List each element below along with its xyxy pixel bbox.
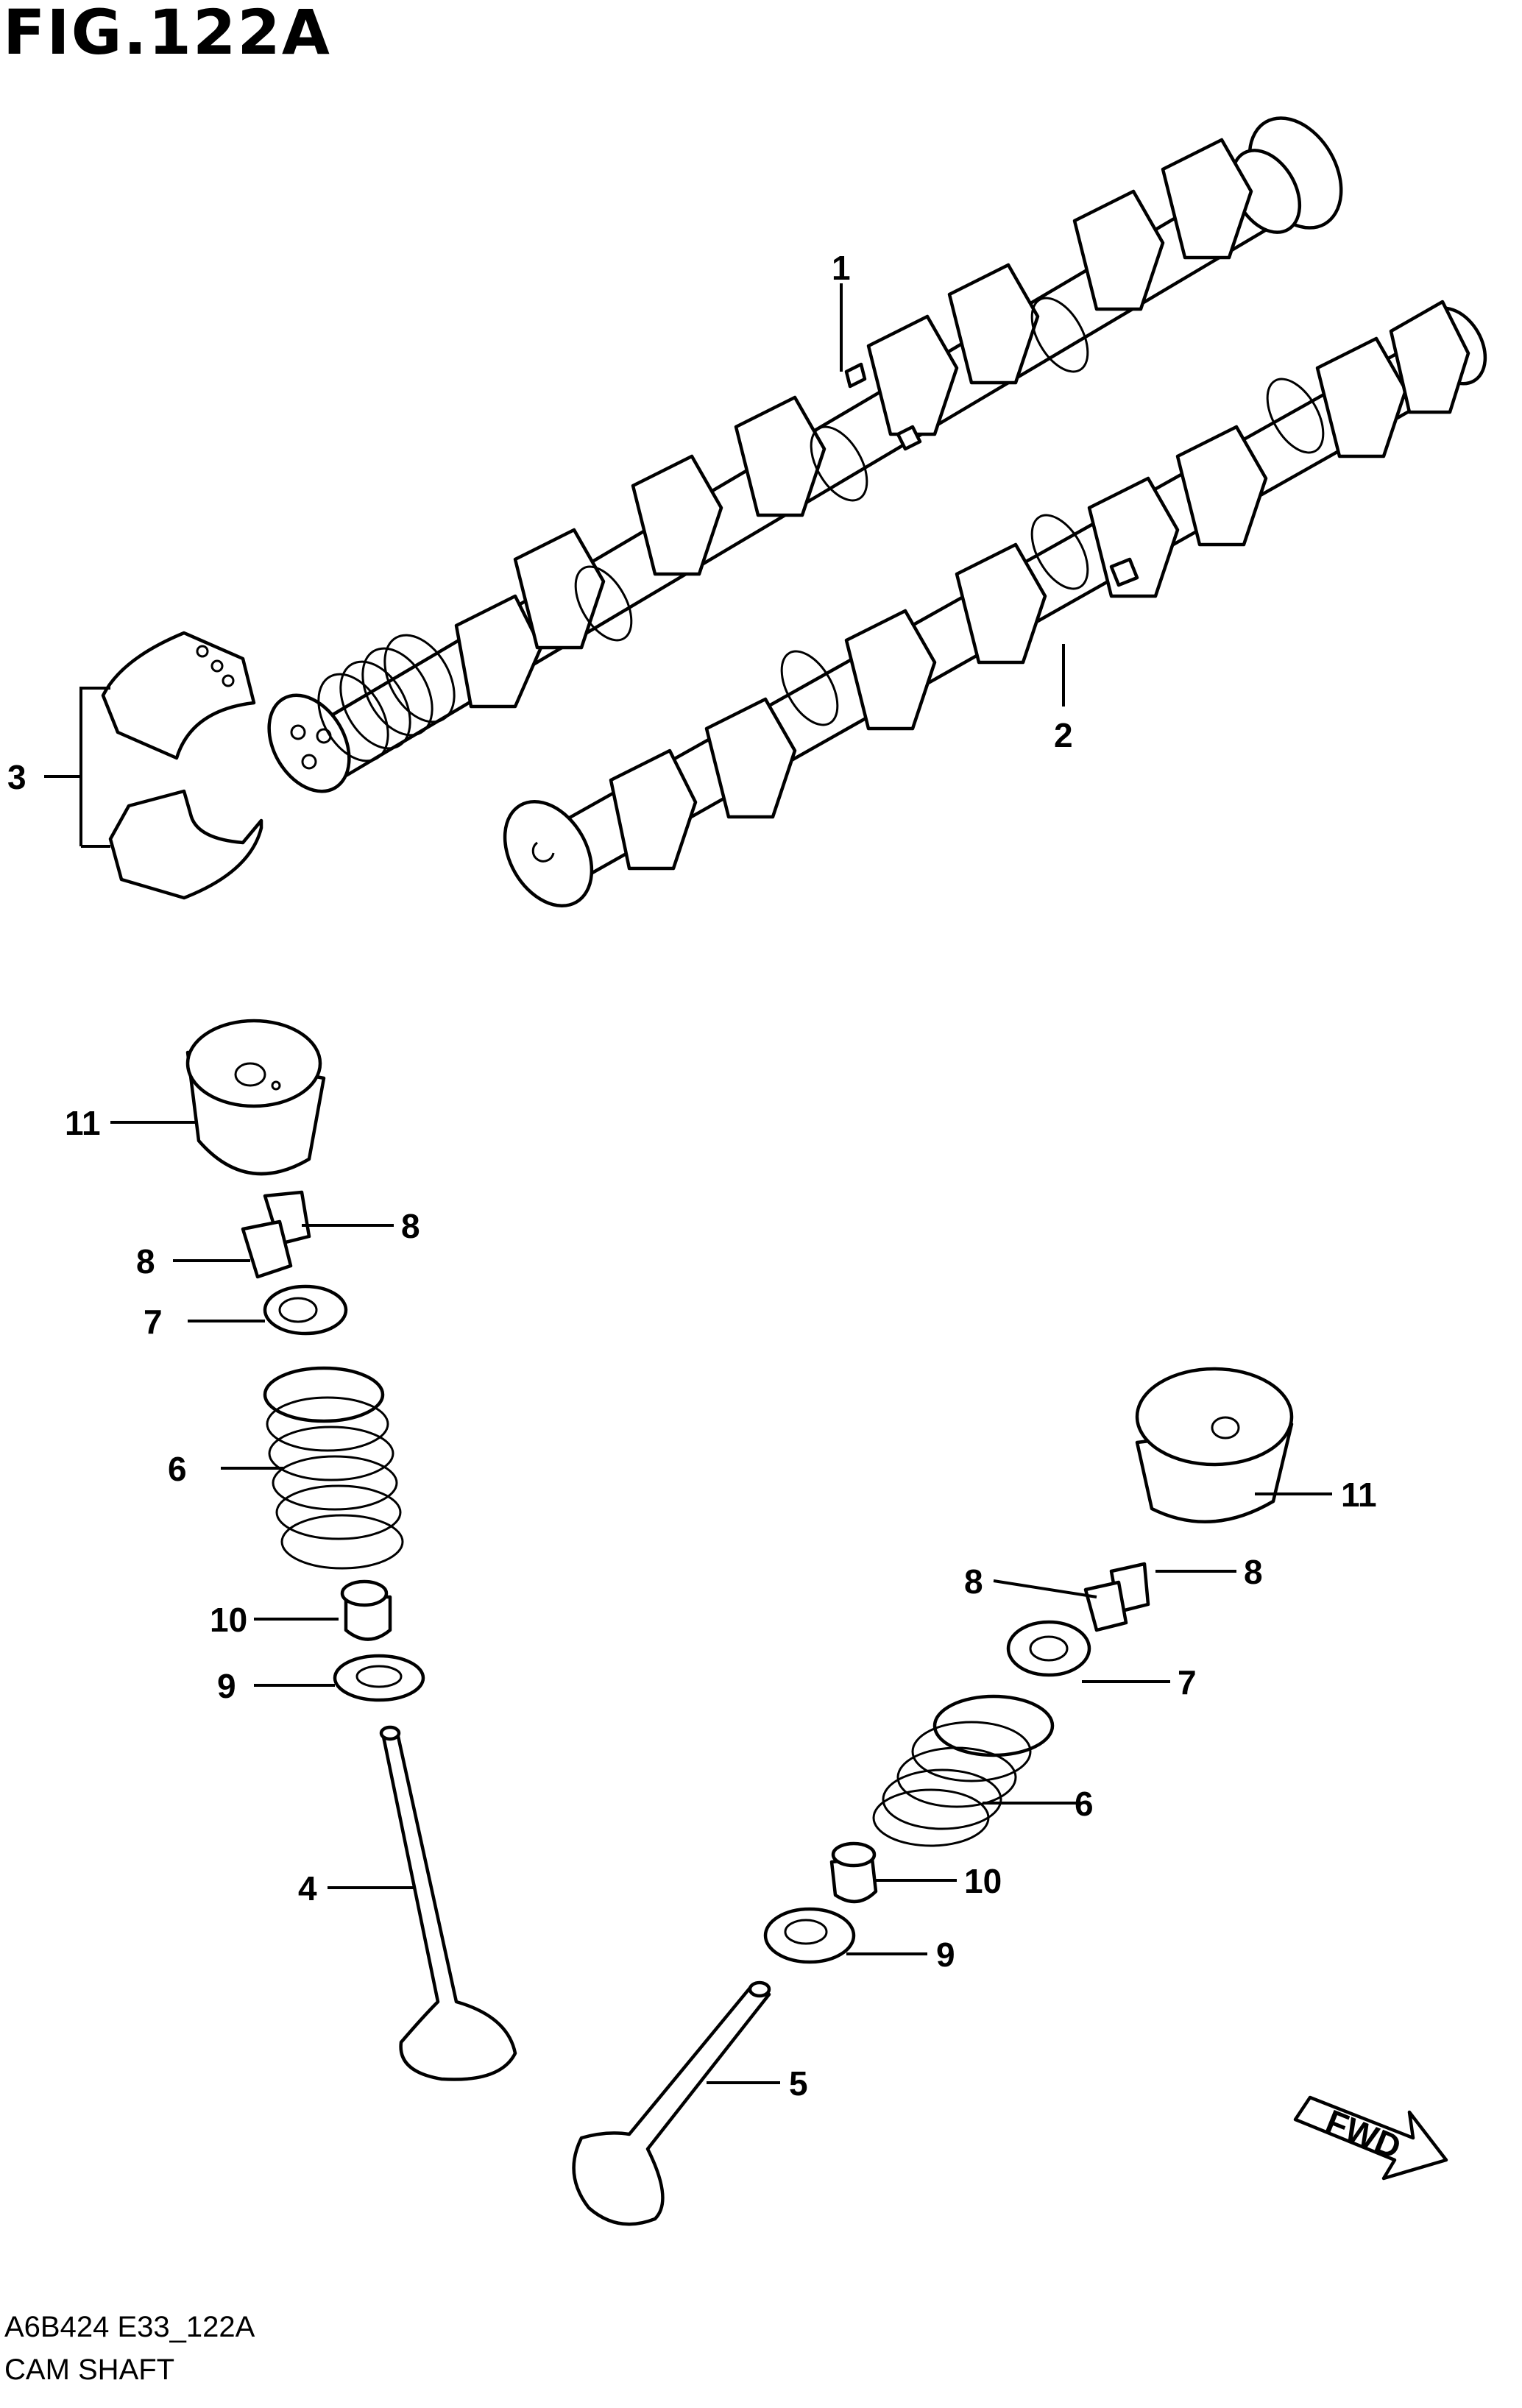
spring-retainer-left[interactable]	[263, 1284, 348, 1336]
camshaft-1[interactable]	[252, 102, 1359, 805]
callout-5: 5	[789, 2064, 808, 2103]
fwd-arrow: FWD	[1293, 2095, 1448, 2181]
spring-seat-left[interactable]	[333, 1654, 425, 1702]
callout-6-right: 6	[1075, 1785, 1094, 1823]
callout-2: 2	[1054, 716, 1073, 754]
callout-11-left: 11	[65, 1104, 101, 1142]
intake-valve[interactable]	[379, 1725, 517, 2081]
callout-7-right: 7	[1178, 1663, 1197, 1701]
valve-keepers-left[interactable]	[241, 1190, 311, 1279]
callout-6-left: 6	[168, 1450, 187, 1488]
tappet-right[interactable]	[1135, 1367, 1294, 1524]
spring-seat-right[interactable]	[763, 1907, 856, 1964]
figure-title: FIG.122A	[3, 0, 331, 68]
valve-spring-right[interactable]	[872, 1694, 1055, 1847]
callout-11-right: 11	[1341, 1476, 1377, 1514]
stem-seal-right[interactable]	[829, 1841, 878, 1904]
callout-8-mid-right: 8	[1244, 1553, 1263, 1591]
exhaust-valve[interactable]	[572, 1980, 771, 2226]
figure-code: A6B424 E33_122A	[4, 2311, 255, 2343]
callout-9-left: 9	[217, 1667, 236, 1705]
figure-name: CAM SHAFT	[4, 2354, 175, 2386]
leader-lines	[44, 283, 1332, 2084]
callout-10-left: 10	[210, 1601, 247, 1639]
callout-8-right-upper: 8	[401, 1207, 420, 1245]
valve-keepers-right[interactable]	[1083, 1562, 1150, 1632]
spring-retainer-right[interactable]	[1006, 1620, 1091, 1677]
fwd-label: FWD	[1320, 2102, 1406, 2166]
callout-10-right: 10	[964, 1862, 1002, 1900]
callout-3: 3	[7, 758, 26, 796]
callout-9-right: 9	[936, 1936, 955, 1974]
valve-spring-left[interactable]	[263, 1366, 404, 1570]
callout-4: 4	[298, 1869, 317, 1908]
callout-7-left: 7	[144, 1303, 163, 1341]
callout-8-left-lower: 8	[136, 1242, 155, 1281]
tappet-left[interactable]	[185, 1019, 326, 1176]
stem-seal-left[interactable]	[340, 1579, 392, 1641]
bearing-shells[interactable]	[101, 631, 263, 900]
camshaft-2[interactable]	[487, 297, 1498, 921]
callout-1: 1	[832, 249, 851, 287]
callout-8-mid-left: 8	[964, 1562, 983, 1601]
